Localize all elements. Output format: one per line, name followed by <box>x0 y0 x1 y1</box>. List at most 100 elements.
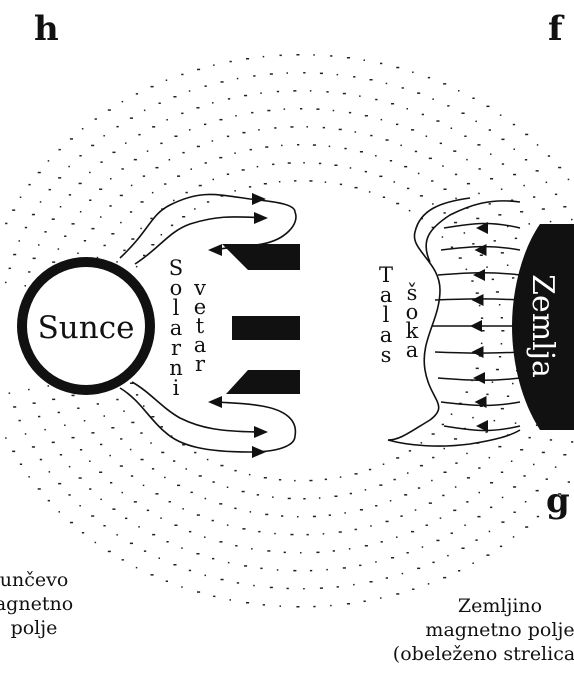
field-dot <box>462 548 465 550</box>
field-dot <box>415 151 417 153</box>
field-dot <box>109 455 111 457</box>
field-dot <box>536 170 539 172</box>
field-dot <box>309 180 312 182</box>
field-dot <box>442 424 444 426</box>
field-dot <box>370 581 373 583</box>
field-dot <box>293 570 296 572</box>
field-dot <box>476 292 479 294</box>
field-dot <box>462 113 465 115</box>
field-dot <box>360 509 363 511</box>
field-dot <box>143 175 145 177</box>
field-dot <box>496 369 499 371</box>
field-dot <box>339 129 342 131</box>
field-dot <box>116 399 118 401</box>
field-dot <box>396 536 398 538</box>
field-dot <box>386 83 388 85</box>
field-dot <box>242 132 245 134</box>
field-dot <box>492 381 494 383</box>
field-dot <box>82 128 84 130</box>
field-dot <box>130 449 132 451</box>
field-dot <box>52 261 55 263</box>
field-dot <box>481 343 483 345</box>
field-dot <box>197 514 200 516</box>
field-dot <box>58 412 60 414</box>
field-dot <box>147 510 149 512</box>
field-dot <box>296 606 299 608</box>
field-dot <box>536 490 539 492</box>
field-dot <box>386 139 389 141</box>
field-dot <box>130 117 133 119</box>
field-dot <box>558 167 561 169</box>
field-dot <box>260 568 262 570</box>
field-dot <box>227 136 229 138</box>
field-dot <box>174 136 177 138</box>
field-dot <box>440 517 442 519</box>
field-dot <box>486 106 489 108</box>
field-dot <box>173 564 176 566</box>
field-dot <box>277 91 279 93</box>
field-dot <box>123 410 125 412</box>
field-dot <box>333 550 335 552</box>
field-dot <box>486 554 489 556</box>
field-dot <box>412 72 414 74</box>
field-dot <box>120 195 123 197</box>
field-dot <box>59 511 61 512</box>
field-dot <box>303 162 305 164</box>
field-dot <box>151 574 154 576</box>
field-dot <box>52 442 55 444</box>
field-dot <box>370 525 372 527</box>
field-dot <box>95 118 97 120</box>
field-dot <box>80 449 82 451</box>
field-dot <box>249 474 251 476</box>
field-dot <box>134 501 137 503</box>
field-dot <box>375 505 377 507</box>
field-dot <box>189 570 191 572</box>
field-dot <box>164 477 166 479</box>
field-dot <box>151 244 154 246</box>
field-dot <box>355 473 358 475</box>
field-dot <box>181 586 183 588</box>
field-dot <box>244 95 247 97</box>
field-dot <box>563 454 566 456</box>
field-dot <box>313 144 316 146</box>
field-dot <box>365 171 367 173</box>
field-dot <box>204 124 206 126</box>
field-dot <box>443 577 446 579</box>
field-dot <box>525 134 528 136</box>
field-dot <box>571 441 573 443</box>
field-dot <box>181 113 183 115</box>
field-dot <box>246 602 249 604</box>
field-dot <box>390 500 392 502</box>
field-dot <box>182 152 184 154</box>
field-dot <box>443 83 446 85</box>
field-dot <box>489 129 491 131</box>
earth-label: Zemlja <box>525 274 560 378</box>
field-dot <box>205 85 207 87</box>
field-dot <box>476 218 479 220</box>
field-dot <box>250 511 252 512</box>
field-dot <box>169 159 171 161</box>
field-dot <box>171 225 173 227</box>
field-dot <box>272 496 274 498</box>
field-dot <box>340 476 342 478</box>
field-dot <box>13 254 16 256</box>
field-dot <box>500 546 502 548</box>
field-dot <box>267 550 270 552</box>
field-dot <box>568 179 570 181</box>
field-dot <box>5 437 7 439</box>
field-dot <box>421 442 423 444</box>
field-dot <box>194 452 196 454</box>
field-dot <box>9 268 11 270</box>
field-dot <box>472 417 474 419</box>
field-dot <box>370 135 372 137</box>
field-dot <box>396 124 398 126</box>
field-dot <box>103 525 105 527</box>
field-dot <box>136 266 138 268</box>
field-dot <box>130 543 133 545</box>
field-dot <box>104 245 106 247</box>
field-dot <box>458 570 460 572</box>
field-dot <box>479 305 481 307</box>
field-dot <box>237 78 239 80</box>
field-dot <box>25 285 27 287</box>
